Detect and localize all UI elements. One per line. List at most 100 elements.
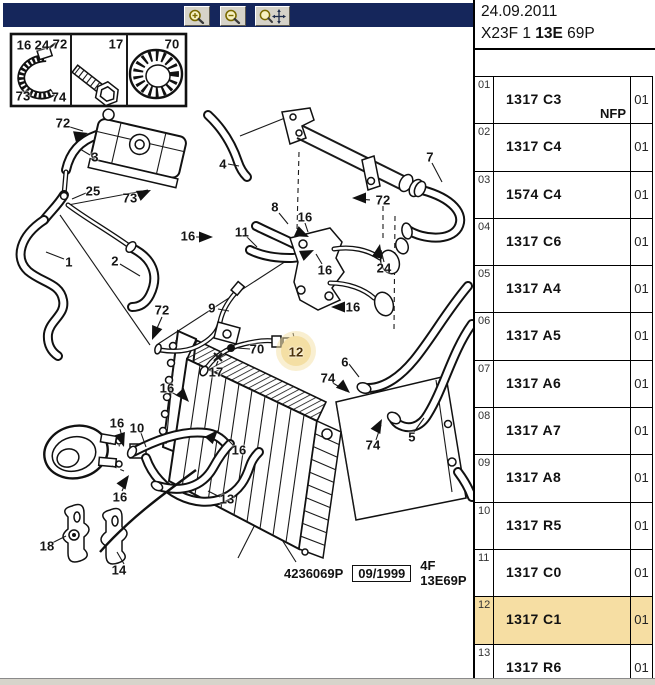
callout-label: 7 [426,149,434,165]
callout-label: 16 [297,209,313,225]
part-cell: 1574 C4 [494,171,631,218]
callout-label: 73 [122,190,138,206]
expansion-tank [87,108,187,189]
part-row[interactable]: 01 1317 C3 NFP 01 [475,76,653,124]
callout-label: 74 [51,89,67,105]
row-index: 12 [475,597,494,644]
part-qty: 01 [631,77,653,124]
row-index: 11 [475,549,494,597]
callout-label: 18 [39,538,55,554]
part-row[interactable]: 09 1317 A8 01 [475,454,653,502]
magnifier-plus-icon [189,9,205,24]
row-index: 09 [475,455,494,502]
callout-label: 74 [320,370,336,386]
part-number: 1317 C0 [506,563,562,580]
part-qty: 01 [631,549,653,597]
callout-label: 16 [16,37,32,53]
part-qty: 01 [631,313,653,360]
part-cell: 1317 A8 [494,455,631,502]
part-note: NFP [600,106,626,122]
row-index: 01 [475,77,494,124]
row-index: 08 [475,408,494,455]
part-cell: 1317 C1 [494,597,631,644]
part-number: 1317 C6 [506,232,562,249]
part-number: 1317 R6 [506,658,562,675]
part-number: 1317 A8 [506,469,562,486]
row-index: 13 [475,644,494,685]
callout-label: 13 [219,491,235,507]
callout-label: 74 [365,437,381,453]
part-cell: 1317 A5 [494,313,631,360]
callout-label: 73 [15,88,31,104]
rear-panel [335,375,467,521]
callout-label: 2 [111,253,119,269]
part-number: 1317 A7 [506,422,562,439]
part-number: 1317 R5 [506,516,562,533]
callout-label: 9 [208,300,216,316]
catalog-reference: X23F 1 13E 69P [481,25,595,42]
part-cell: 1317 C0 [494,549,631,597]
legend-box [9,32,188,108]
part-qty: 01 [631,455,653,502]
callout-label: 72 [154,302,170,318]
row-index: 10 [475,502,494,549]
callout-label: 16 [112,489,128,505]
row-index: 03 [475,171,494,218]
radiator [158,329,342,560]
part-row[interactable]: 10 1317 R5 01 [475,501,653,549]
part-cell: 1317 C4 [494,124,631,171]
row-index: 02 [475,124,494,171]
drawing-date: 09/1999 [352,564,412,582]
zoom-in-button[interactable] [184,6,210,26]
part-number: 1317 A4 [506,280,562,297]
part-row[interactable]: 08 1317 A7 01 [475,407,653,455]
callout-label: 16 [345,299,361,315]
part-qty: 01 [631,360,653,408]
part-number: 1574 C4 [506,185,562,202]
part-row[interactable]: 07 1317 A6 01 [475,359,653,408]
row-index: 05 [475,266,494,313]
callout-label: 70 [164,36,180,52]
callout-label: 5 [408,429,416,445]
zoom-pan-button[interactable] [255,6,290,26]
part-row[interactable]: 11 1317 C0 01 [475,548,653,597]
part-number: 1317 A5 [506,327,562,344]
part-number: 1317 A6 [506,374,562,391]
part-number: 1317 C4 [506,138,562,155]
part-number: 1317 C3 [506,91,562,107]
callout-label: 8 [271,199,279,215]
callout-label: 72 [375,192,391,208]
callout-label: 16 [159,380,175,396]
part-qty: 01 [631,502,653,549]
part-cell: 1317 A6 [494,360,631,408]
callout-label: 72 [55,115,71,131]
callout-label: 16 [109,415,125,431]
callout-label: 72 [52,36,68,52]
part-cell: 1317 C3 NFP [494,77,631,124]
part-number: 1317 C1 [506,611,562,628]
part-cell: 1317 A4 [494,266,631,313]
callout-label: 17 [208,364,224,380]
zoom-out-button[interactable] [220,6,246,26]
part-cell: 1317 R5 [494,502,631,549]
magnifier-minus-icon [225,9,241,24]
row-index: 07 [475,360,494,408]
outlet-pipe [281,107,424,198]
callout-label-highlighted[interactable]: 12 [288,344,304,360]
part-cell: 1317 A7 [494,408,631,455]
callout-label: 6 [341,354,349,370]
callout-label: 24 [376,260,392,276]
callout-label: 70 [249,341,265,357]
part-qty: 01 [631,408,653,455]
window-bottom-edge [0,678,655,685]
